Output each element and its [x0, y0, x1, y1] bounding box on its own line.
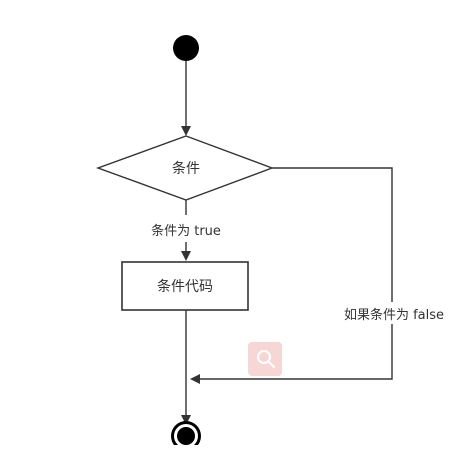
true-edge-label: 条件为 true [151, 223, 221, 239]
false-edge-label: 如果条件为 false [344, 307, 444, 323]
process-label: 条件代码 [157, 278, 213, 295]
decision-label: 条件 [172, 160, 200, 177]
false-edge-label-bg [338, 302, 456, 324]
false-edge [190, 167, 393, 384]
start-node [173, 35, 199, 61]
process-node [121, 261, 249, 311]
end-node [177, 427, 195, 445]
search-icon [248, 342, 282, 376]
